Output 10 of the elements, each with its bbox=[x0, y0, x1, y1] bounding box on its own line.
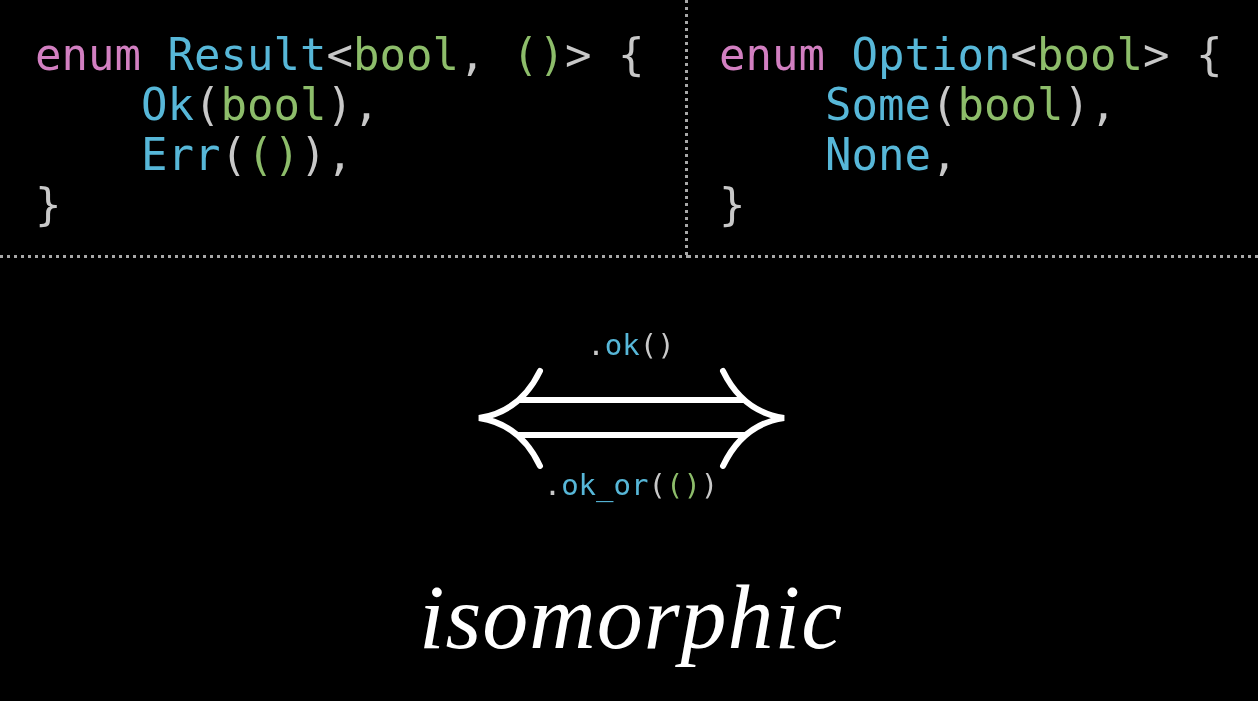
code-line: enum Result<bool, ()> { bbox=[35, 30, 645, 80]
code-line: } bbox=[35, 180, 62, 230]
code-line: Ok(bool), bbox=[140, 80, 380, 130]
code-line: enum Option<bool> { bbox=[719, 30, 1223, 80]
code-line: Some(bool), bbox=[824, 80, 1117, 130]
method-call-label: .ok_or(()) bbox=[543, 467, 719, 504]
code-line: None, bbox=[824, 130, 958, 180]
method-call-label: .ok() bbox=[587, 327, 675, 364]
code-line: } bbox=[719, 180, 746, 230]
code-line: Err(()), bbox=[140, 130, 353, 180]
